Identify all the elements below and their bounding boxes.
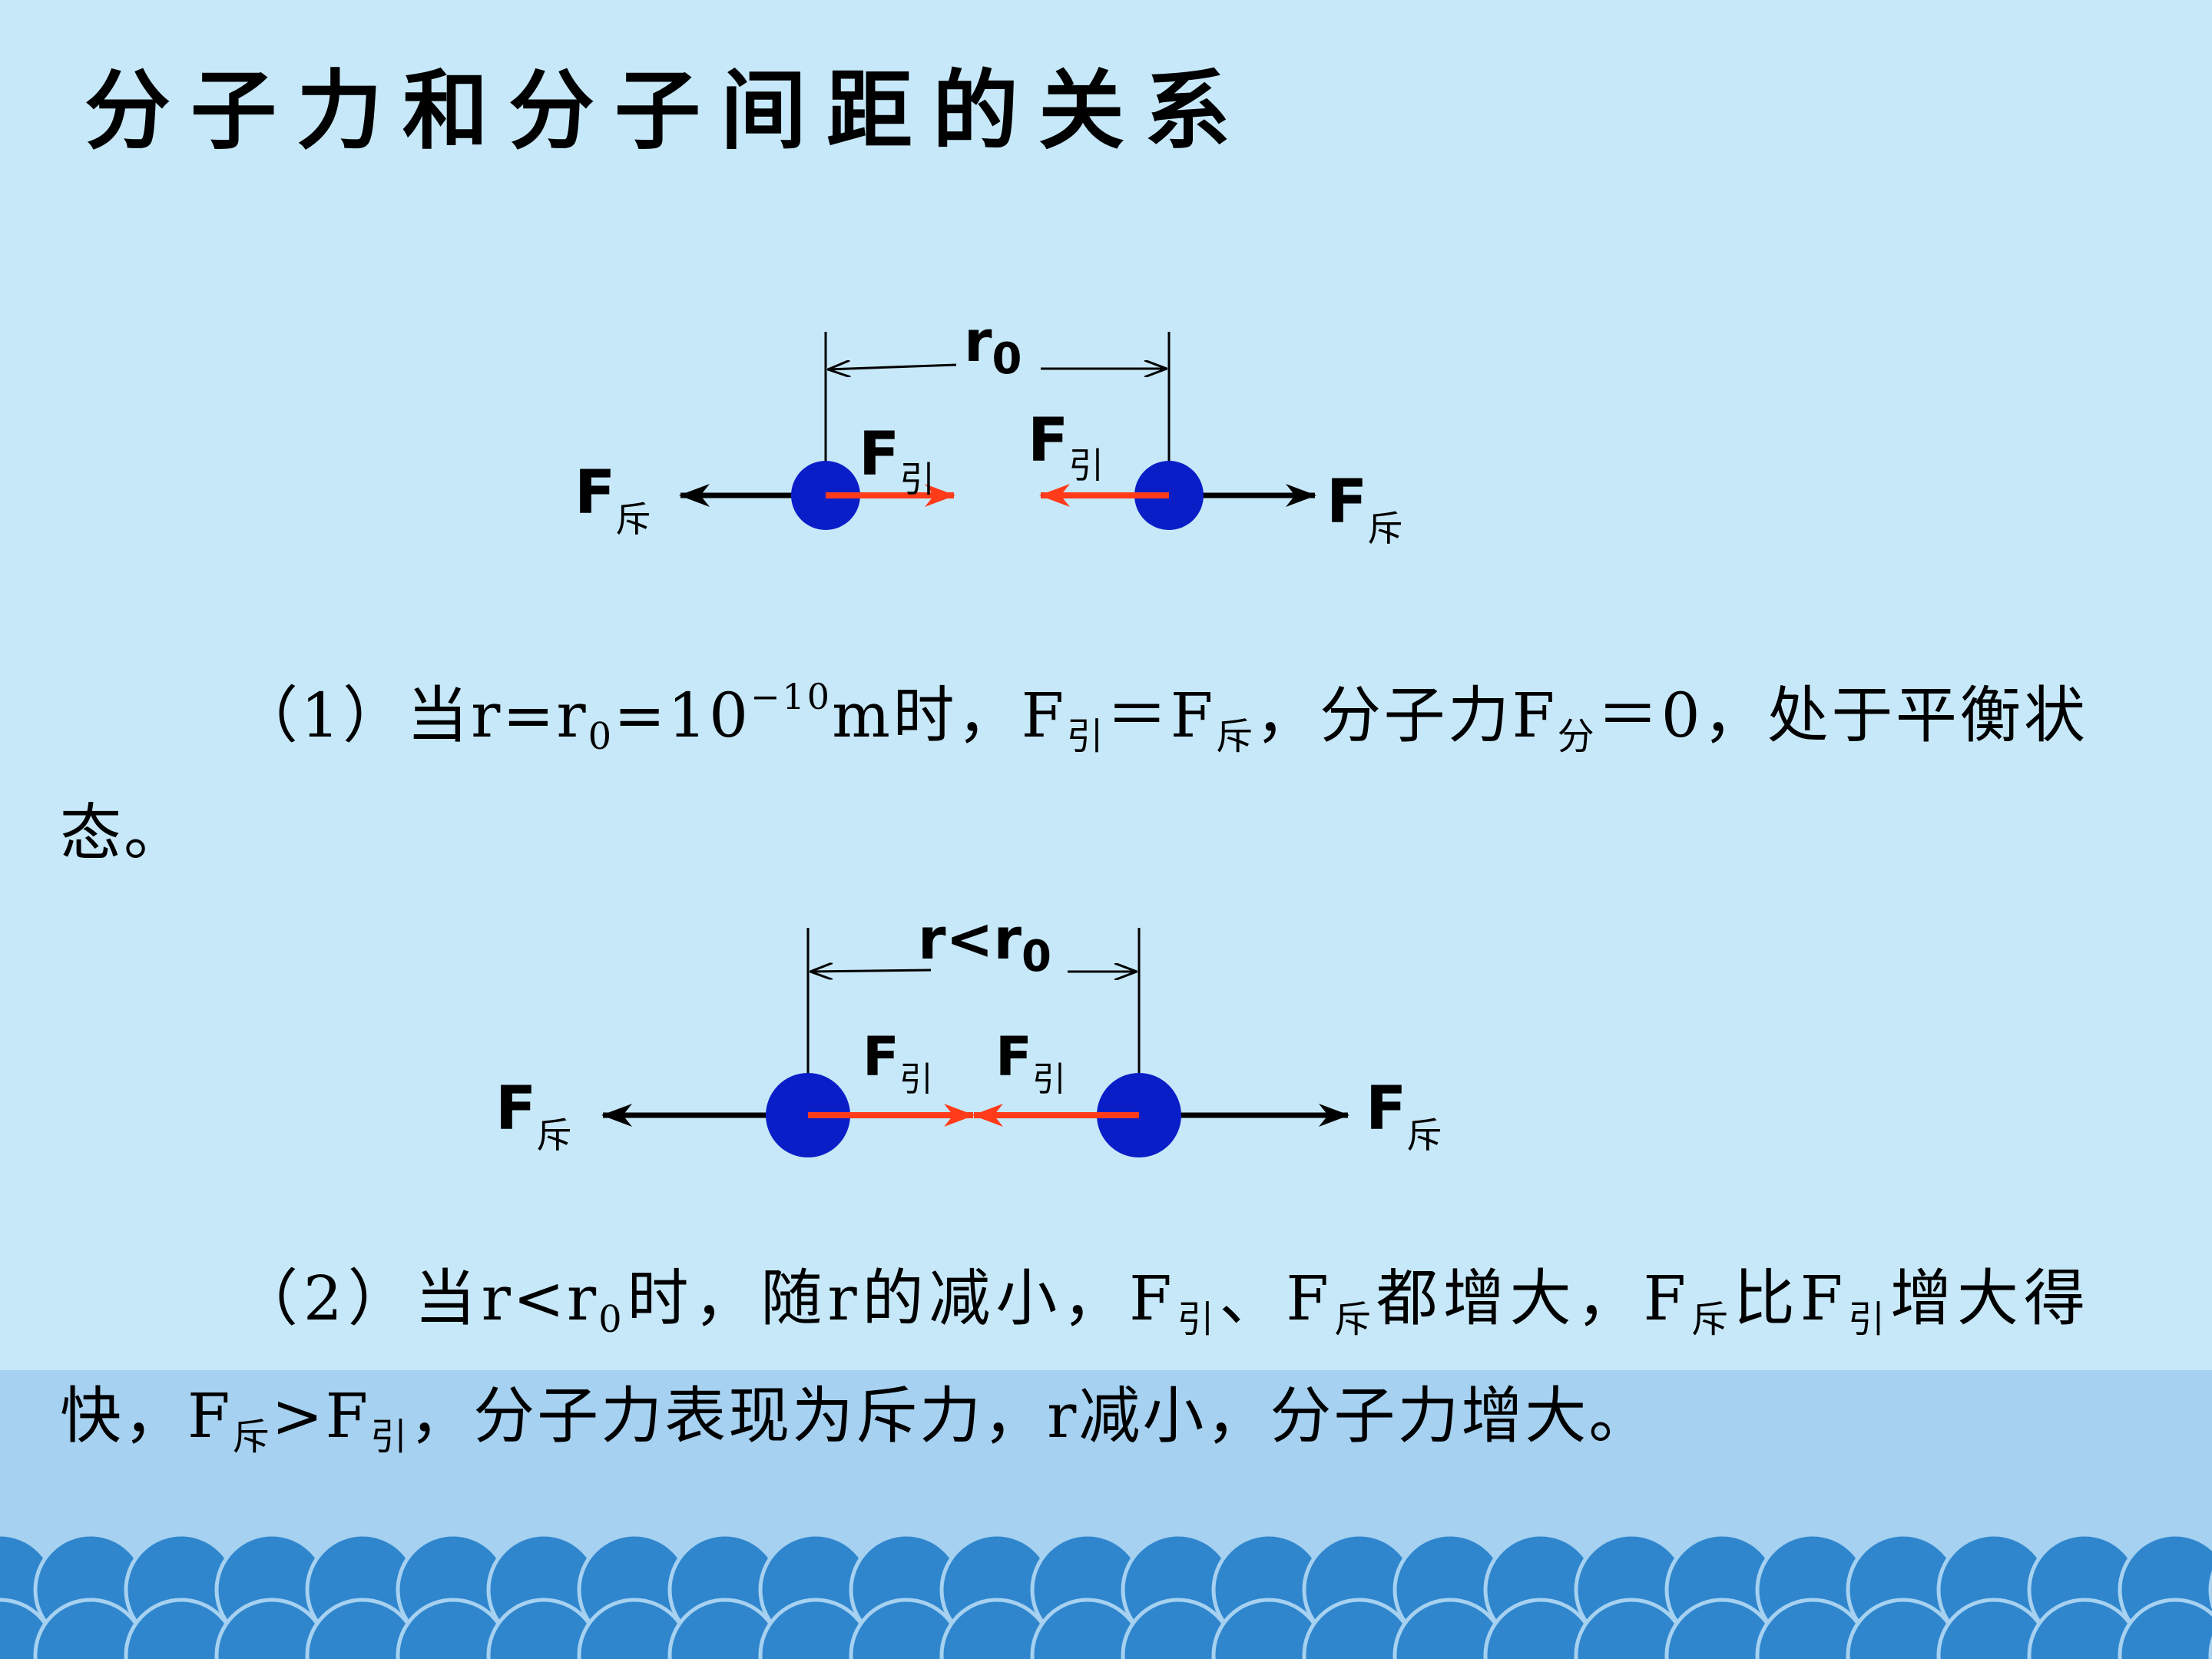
- repel-label-left: F斥: [495, 1075, 571, 1156]
- distance-label: r0: [964, 309, 1022, 384]
- paragraph-equilibrium: （1）当r=r0=10−10m时，F引＝F斥，分子力F分＝0，处于平衡状态。: [60, 676, 2088, 869]
- repel-label-right: F斥: [1366, 1075, 1442, 1156]
- dimension-arrow-left: [828, 365, 957, 369]
- attract-label-right: F引: [1028, 406, 1104, 486]
- attract-label-left: F引: [863, 1025, 933, 1099]
- repel-label-left: F斥: [575, 459, 651, 540]
- paragraph-repulsive: （2）当r<r0时，随r的减小，F引、F斥都增大，F斥比F引增大得快，F斥>F引…: [60, 1263, 2088, 1459]
- repel-label-right: F斥: [1326, 468, 1402, 549]
- attract-label-right: F引: [995, 1025, 1066, 1099]
- attract-label-left: F引: [859, 420, 935, 500]
- dimension-arrow-left: [810, 970, 932, 972]
- slide-title: 分子力和分子间距的关系: [84, 61, 1250, 161]
- wave-scallop: [2118, 1598, 2212, 1659]
- distance-label: r<r0: [918, 906, 1051, 982]
